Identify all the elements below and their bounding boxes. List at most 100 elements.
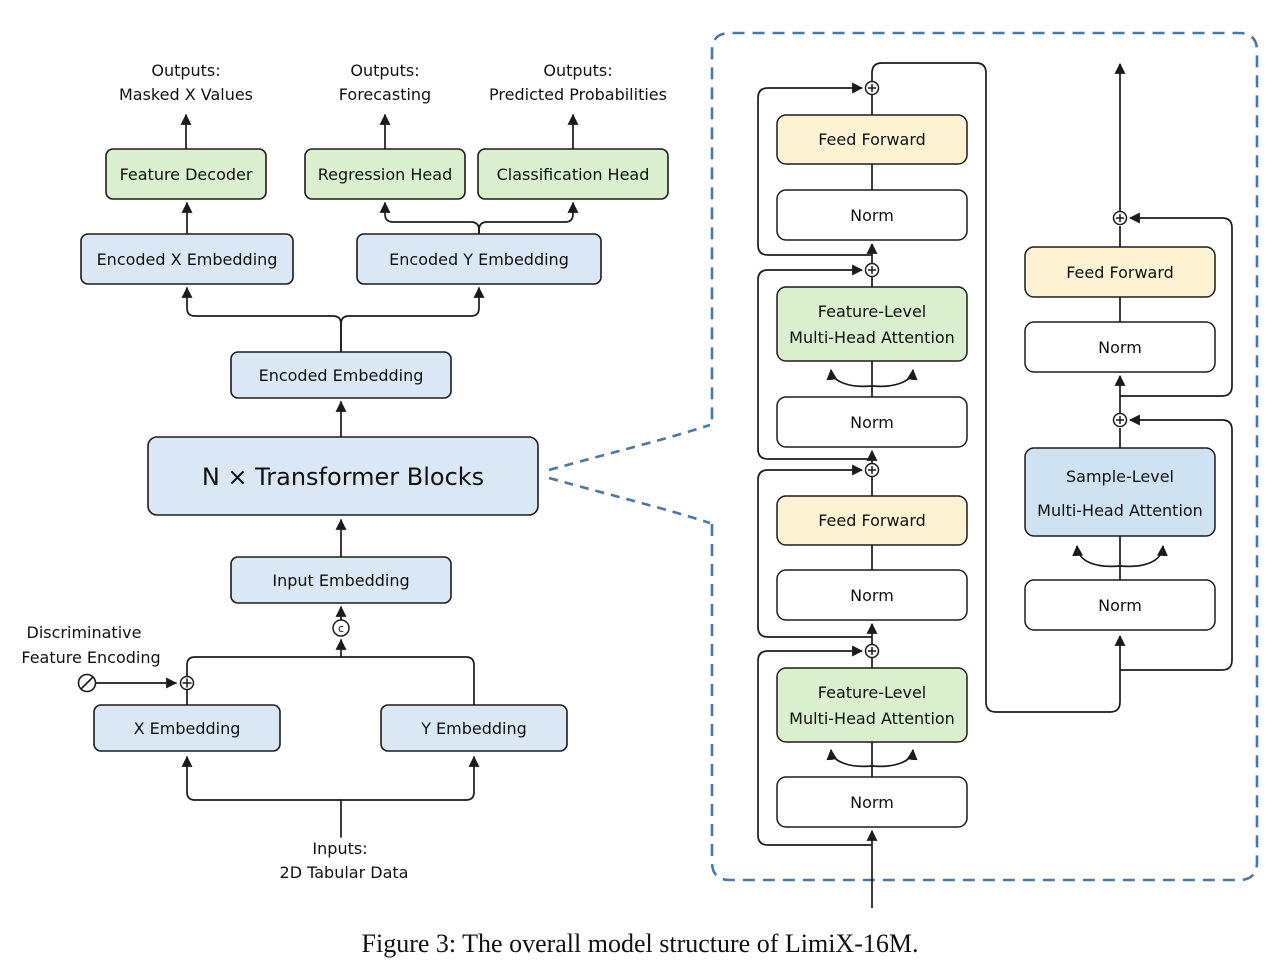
concat-letter: c [338,622,344,635]
inputs-line2: 2D Tabular Data [280,863,409,882]
split-ency-to-classification [478,201,579,235]
column-transfer-path [871,62,1126,713]
feature-mha-label-line2: Multi-Head Attention [789,328,955,347]
feed-forward-label: Feed Forward [818,511,926,530]
encoded-x-box [80,233,294,285]
feature-mha-label-line1: Feature-Level [818,302,926,321]
residual-add-icons [864,80,1128,659]
out-pred-line2: Predicted Probabilities [489,85,667,104]
figure-caption: Figure 3: The overall model structure of… [362,929,919,958]
bracket-y-side [340,656,475,706]
left-diagram: Outputs: Masked X Values Outputs: Foreca… [21,61,669,882]
bracket-x-side [186,656,342,678]
norm-box-1 [776,189,968,241]
split-encoded-to-ency [340,286,485,353]
feed-forward-box-1 [776,114,968,165]
plus-icon [1112,210,1128,226]
plus-icon [179,675,195,691]
feed-forward-label: Feed Forward [1066,263,1174,282]
transformer-blocks-box [147,436,539,516]
classification-head-label: Classification Head [497,165,650,184]
plus-icon [864,80,880,96]
attn-curve-right-mha2 [871,748,918,768]
skip-loop-2 [757,264,872,460]
norm-box-right-2 [1024,579,1216,631]
slashed-circle-icon [77,673,97,693]
skip-loop-1 [757,82,872,256]
feed-forward-label: Feed Forward [818,130,926,149]
out-masked-line1: Outputs: [151,61,220,80]
skip-loop-4 [757,645,872,846]
discriminative-line1: Discriminative [27,623,142,642]
plus-icon [864,262,880,278]
left-box-labels: Feature Decoder Regression Head Classifi… [97,165,650,738]
encoded-embedding-box [230,351,452,399]
norm-box-4 [776,776,968,828]
classification-head-box [477,148,669,200]
attn-curve-left-mha2 [826,748,873,768]
y-embedding-label: Y Embedding [420,719,527,738]
y-embedding-box [380,704,568,752]
plus-icon [864,462,880,478]
split-encoded-to-encx [181,286,342,353]
attn-curve-right-slmha [1119,544,1168,568]
plus-icon [864,643,880,659]
encoded-embedding-label: Encoded Embedding [259,366,424,385]
x-embedding-label: X Embedding [134,719,241,738]
concat-icon: c [332,619,350,637]
feed-forward-box-2 [776,495,968,546]
zoom-connector-upper [548,423,711,472]
regression-head-box [304,148,466,200]
skip-loop-R2 [1120,414,1233,671]
left-symbols: c [77,619,350,693]
sample-mha-box [1024,447,1216,537]
input-embedding-label: Input Embedding [272,571,409,590]
bottom-bracket-right [340,755,480,801]
regression-head-label: Regression Head [318,165,452,184]
norm-label: Norm [850,793,894,812]
norm-label: Norm [1098,596,1142,615]
skip-loop-3 [757,464,872,638]
split-ency-to-regression [379,201,480,235]
zoom-connector-lower [548,476,711,525]
out-forecast-line2: Forecasting [339,85,431,104]
norm-box-right-1 [1024,321,1216,373]
input-embedding-box [230,556,452,604]
norm-box-2 [776,396,968,448]
norm-label: Norm [850,413,894,432]
transformer-blocks-label: N × Transformer Blocks [202,463,484,491]
attn-curve-left-slmha [1072,544,1121,568]
block-boxes [776,114,1216,828]
encoded-x-label: Encoded X Embedding [97,250,278,269]
norm-label: Norm [1098,338,1142,357]
sample-mha-label-line2: Multi-Head Attention [1037,501,1203,520]
skip-loop-R1 [1120,212,1233,397]
feature-mha-box-1 [776,286,968,362]
out-forecast-line1: Outputs: [350,61,419,80]
feed-forward-box-right [1024,246,1216,298]
left-boxes [80,148,669,752]
feature-decoder-box [105,148,267,200]
attn-curve-right-mha1 [871,368,918,388]
bottom-bracket-left [181,755,342,801]
attn-curve-left-mha1 [826,368,873,388]
plus-icon [1112,412,1128,428]
feature-mha-box-2 [776,667,968,743]
discriminative-line2: Feature Encoding [21,648,160,667]
dashed-panel-border [710,31,1259,882]
inputs-line1: Inputs: [312,839,367,858]
block-labels: Feed Forward Norm Feature-Level Multi-He… [789,130,1203,812]
feature-mha-label-line1: Feature-Level [818,683,926,702]
output-labels: Outputs: Masked X Values Outputs: Foreca… [119,61,667,104]
out-pred-line1: Outputs: [543,61,612,80]
norm-label: Norm [850,586,894,605]
norm-label: Norm [850,206,894,225]
right-panel: Feed Forward Norm Feature-Level Multi-He… [548,31,1259,908]
encoded-y-box [356,233,602,285]
feature-mha-label-line2: Multi-Head Attention [789,709,955,728]
left-annotations: Discriminative Feature Encoding Inputs: … [21,623,408,882]
norm-box-3 [776,569,968,621]
x-embedding-box [93,704,281,752]
